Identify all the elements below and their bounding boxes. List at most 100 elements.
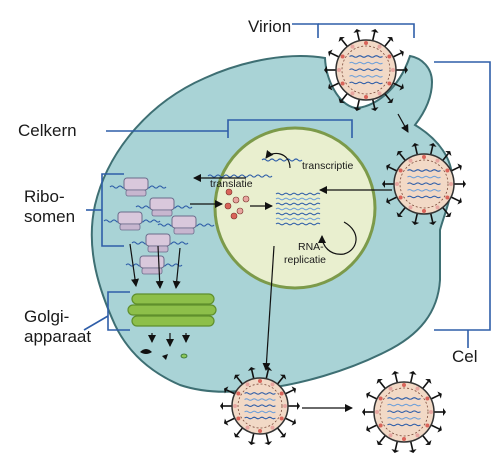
golgi-leader-line [83, 315, 109, 331]
nucleotide-dot [283, 404, 287, 408]
spike-icon [442, 206, 449, 215]
nucleotide-dot [425, 396, 430, 401]
spike-icon [394, 373, 399, 383]
spike-icon [356, 31, 361, 41]
spike-head [233, 432, 241, 438]
nucleotide-dot [375, 410, 379, 414]
nucleotide-dot [245, 425, 250, 430]
nucleotide-dot [449, 182, 453, 186]
label-rna-replicatie-line1: RNA- [298, 241, 324, 253]
spike-head [399, 83, 404, 91]
spike-icon [226, 417, 236, 423]
spike-head [396, 211, 403, 217]
spike-head [387, 37, 394, 43]
label-rna-replicatie-line2: replicatie [284, 254, 326, 266]
nucleotide-dot [224, 202, 232, 210]
spike-head [264, 367, 273, 371]
membrane-protein [180, 353, 188, 359]
spike-head [445, 151, 452, 157]
spike-icon [371, 99, 376, 109]
nucleotide-dot [398, 168, 403, 173]
ribosomen-bracket [101, 173, 124, 247]
spike-head [428, 221, 437, 225]
spike-icon [430, 394, 440, 400]
virion-genome [407, 195, 441, 199]
virion-genome [244, 410, 276, 414]
golgi-apparatus [127, 293, 217, 360]
spike-icon [250, 369, 255, 379]
ribosome-icon [171, 215, 197, 229]
virion-genome [349, 55, 383, 58]
virion-genome [387, 397, 421, 400]
nucleotide-dot [388, 433, 393, 438]
ribosome-subunit [141, 267, 163, 275]
spike-head [408, 371, 417, 375]
spike-icon [284, 417, 294, 423]
nucleotide-dot [340, 81, 345, 86]
spike-icon [450, 166, 460, 172]
spike-head [362, 408, 365, 416]
label-ribosomen-line1: Ribo- [24, 187, 65, 206]
spike-icon [341, 92, 348, 101]
label-golgi-line2: apparaat [24, 327, 91, 346]
nucleotide-dot [422, 209, 426, 213]
spike-head [338, 37, 345, 43]
spike-icon [368, 424, 378, 430]
spike-icon [392, 82, 402, 88]
virion-genome [407, 169, 441, 172]
spike-icon [399, 153, 406, 162]
nucleotide-dots [224, 188, 250, 220]
rna-strand-icon [275, 197, 321, 201]
nucleotide-dot [258, 379, 262, 383]
spike-icon [276, 376, 284, 385]
spike-icon [276, 427, 284, 436]
nucleotide-dot [230, 212, 238, 220]
virion-genome [349, 75, 383, 78]
spike-head [220, 402, 223, 410]
spike-head [399, 49, 404, 57]
spike-head [391, 371, 400, 375]
nucleotide-dot [415, 386, 420, 391]
spike-head [437, 425, 442, 433]
nucleotide-dot [425, 423, 430, 428]
spike-icon [430, 424, 440, 430]
virion-leader-line [292, 23, 319, 38]
spike-head [247, 367, 256, 371]
spike-icon [236, 376, 244, 385]
nucleotide-dot [378, 396, 383, 401]
spike-head [370, 29, 379, 33]
virion-genome [349, 61, 383, 65]
spike-icon [388, 196, 398, 202]
virions [220, 29, 466, 453]
spike-head [428, 143, 437, 147]
virion-genome [387, 423, 421, 427]
arrow-ribosome-golgi-1 [129, 243, 139, 287]
spike-head [391, 449, 400, 453]
spike-head [338, 97, 345, 103]
spike-icon [414, 145, 419, 155]
nucleotide-dot [242, 195, 250, 203]
spike-icon [250, 433, 255, 443]
spike-head [370, 107, 379, 111]
golgi-cisterna [127, 304, 217, 316]
spike-head [247, 441, 256, 445]
arrow-entry [397, 113, 409, 133]
nucleotide-dot [236, 416, 241, 421]
spike-head [376, 439, 383, 445]
spike-head [443, 408, 446, 416]
nucleotide-dot [408, 158, 413, 163]
spike-head [223, 386, 229, 394]
nucleotide-dot [258, 429, 262, 433]
spike-head [382, 180, 385, 188]
spike-head [279, 432, 287, 438]
ribosome-icon [117, 211, 143, 225]
spike-icon [442, 153, 449, 162]
nucleotide-dot [435, 205, 440, 210]
spike-icon [429, 145, 434, 155]
rna-strand-icon [207, 174, 273, 178]
ribosome-subunit [173, 227, 195, 235]
spike-head [264, 441, 273, 445]
spike-icon [392, 52, 402, 58]
nucleotide-dot [445, 168, 450, 173]
nucleotide-dot [388, 386, 393, 391]
